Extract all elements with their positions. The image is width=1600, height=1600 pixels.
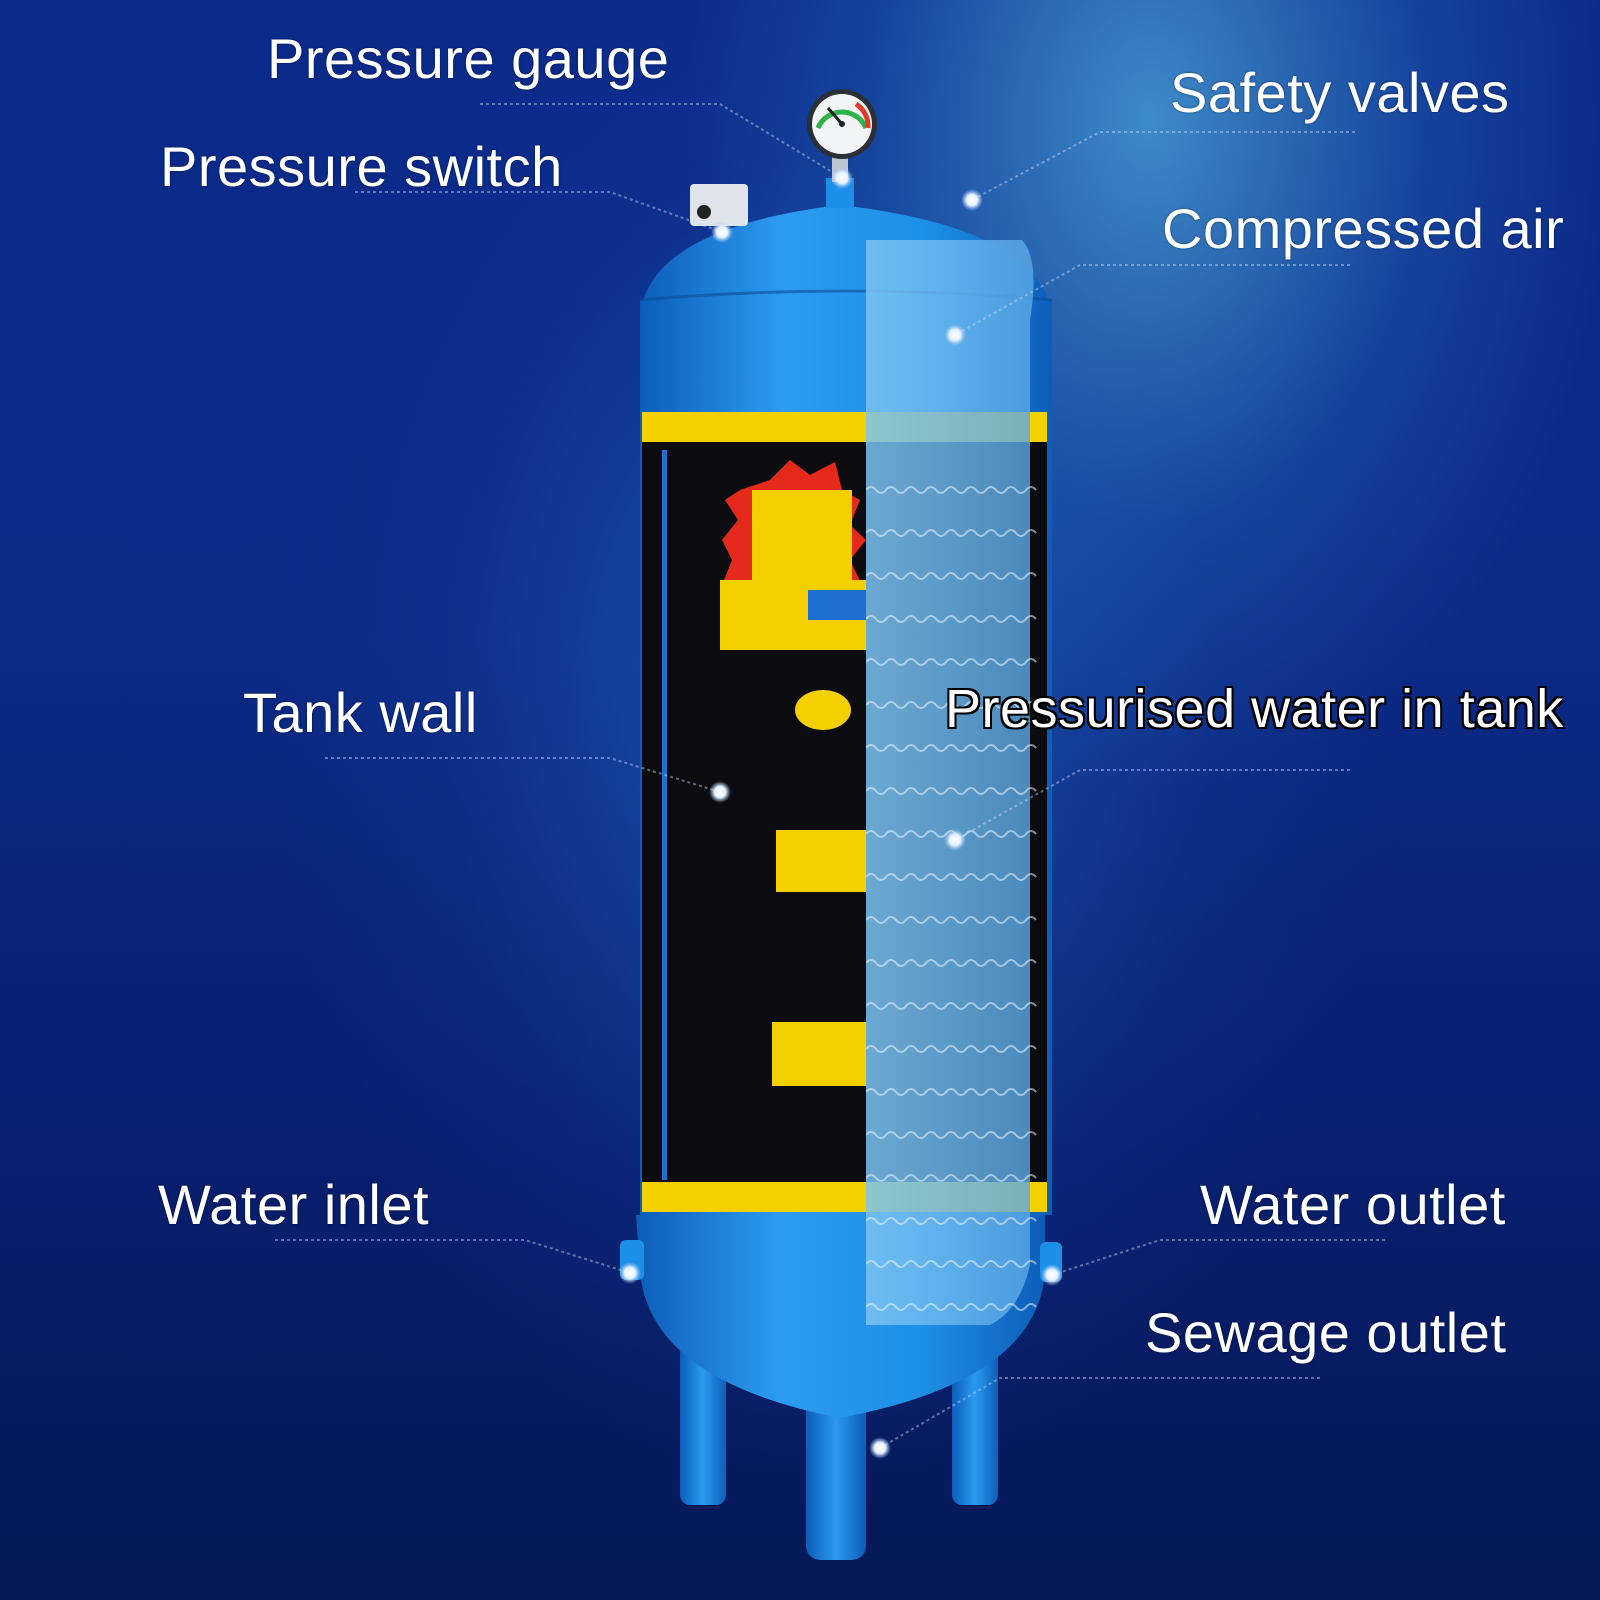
water-ripple-line <box>866 959 1037 967</box>
water-ripple-line <box>866 615 1037 623</box>
water-ripple-line <box>866 873 1037 881</box>
water-ripple-line <box>866 1045 1037 1053</box>
label-compressed-air: Compressed air <box>1162 197 1565 260</box>
water-ripple-line <box>866 1217 1037 1225</box>
leader-lines <box>275 103 1385 1449</box>
marker-dots <box>619 167 1063 1459</box>
water-ripple-line <box>866 1002 1037 1010</box>
water-ripple-line <box>866 701 1037 709</box>
water-ripple-line <box>866 486 1037 494</box>
water-ripple-line <box>866 1131 1037 1139</box>
tank-legs <box>680 1340 998 1560</box>
label-pressure-gauge: Pressure gauge <box>267 27 670 90</box>
water-ripple-line <box>866 529 1037 537</box>
label-safety-valves: Safety valves <box>1170 61 1510 124</box>
water-ripple-line <box>866 1174 1037 1182</box>
water-ripple-line <box>866 916 1037 924</box>
label-tank-wall: Tank wall <box>243 681 478 744</box>
water-ripple-line <box>866 787 1037 795</box>
label-pressure-switch: Pressure switch <box>160 135 563 198</box>
label-pressurised-water: Pressurised water in tank <box>945 679 1564 739</box>
water-ripple-line <box>866 1260 1037 1268</box>
water-ripple-line <box>866 1088 1037 1096</box>
pressure-switch-box <box>690 184 748 226</box>
water-ripple-line <box>866 1303 1037 1311</box>
cutaway-water-column <box>866 240 1037 1325</box>
water-ripple-line <box>866 658 1037 666</box>
label-sewage-outlet: Sewage outlet <box>1145 1301 1507 1364</box>
water-ripple-line <box>866 744 1037 752</box>
label-water-inlet: Water inlet <box>158 1173 430 1236</box>
water-ripple-line <box>866 572 1037 580</box>
label-water-outlet: Water outlet <box>1200 1173 1506 1236</box>
